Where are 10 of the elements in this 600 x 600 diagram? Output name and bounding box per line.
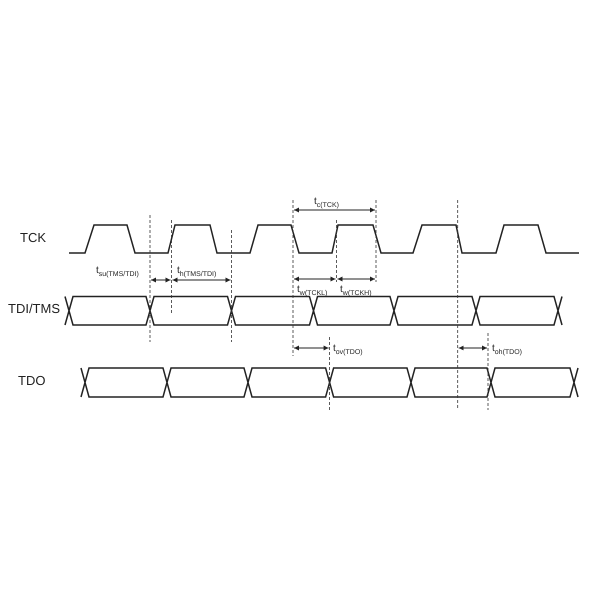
- timing-label: t$_{c(TCK)}$: [314, 197, 339, 209]
- signal-label: TCK: [20, 231, 46, 244]
- timing-label: t$_{ov(TDO)}$: [333, 344, 363, 356]
- timing-label: t$_{h(TMS/TDI)}$: [177, 266, 216, 278]
- signal-label: TDO: [18, 374, 46, 387]
- timing-label: t$_{w(TCKH)}$: [340, 285, 372, 297]
- signal-label: TDI/TMS: [8, 302, 60, 315]
- timing-label: t$_{su(TMS/TDI)}$: [96, 266, 139, 278]
- timing-label: t$_{w(TCKL)}$: [297, 285, 328, 297]
- timing-label: t$_{oh(TDO)}$: [492, 344, 522, 356]
